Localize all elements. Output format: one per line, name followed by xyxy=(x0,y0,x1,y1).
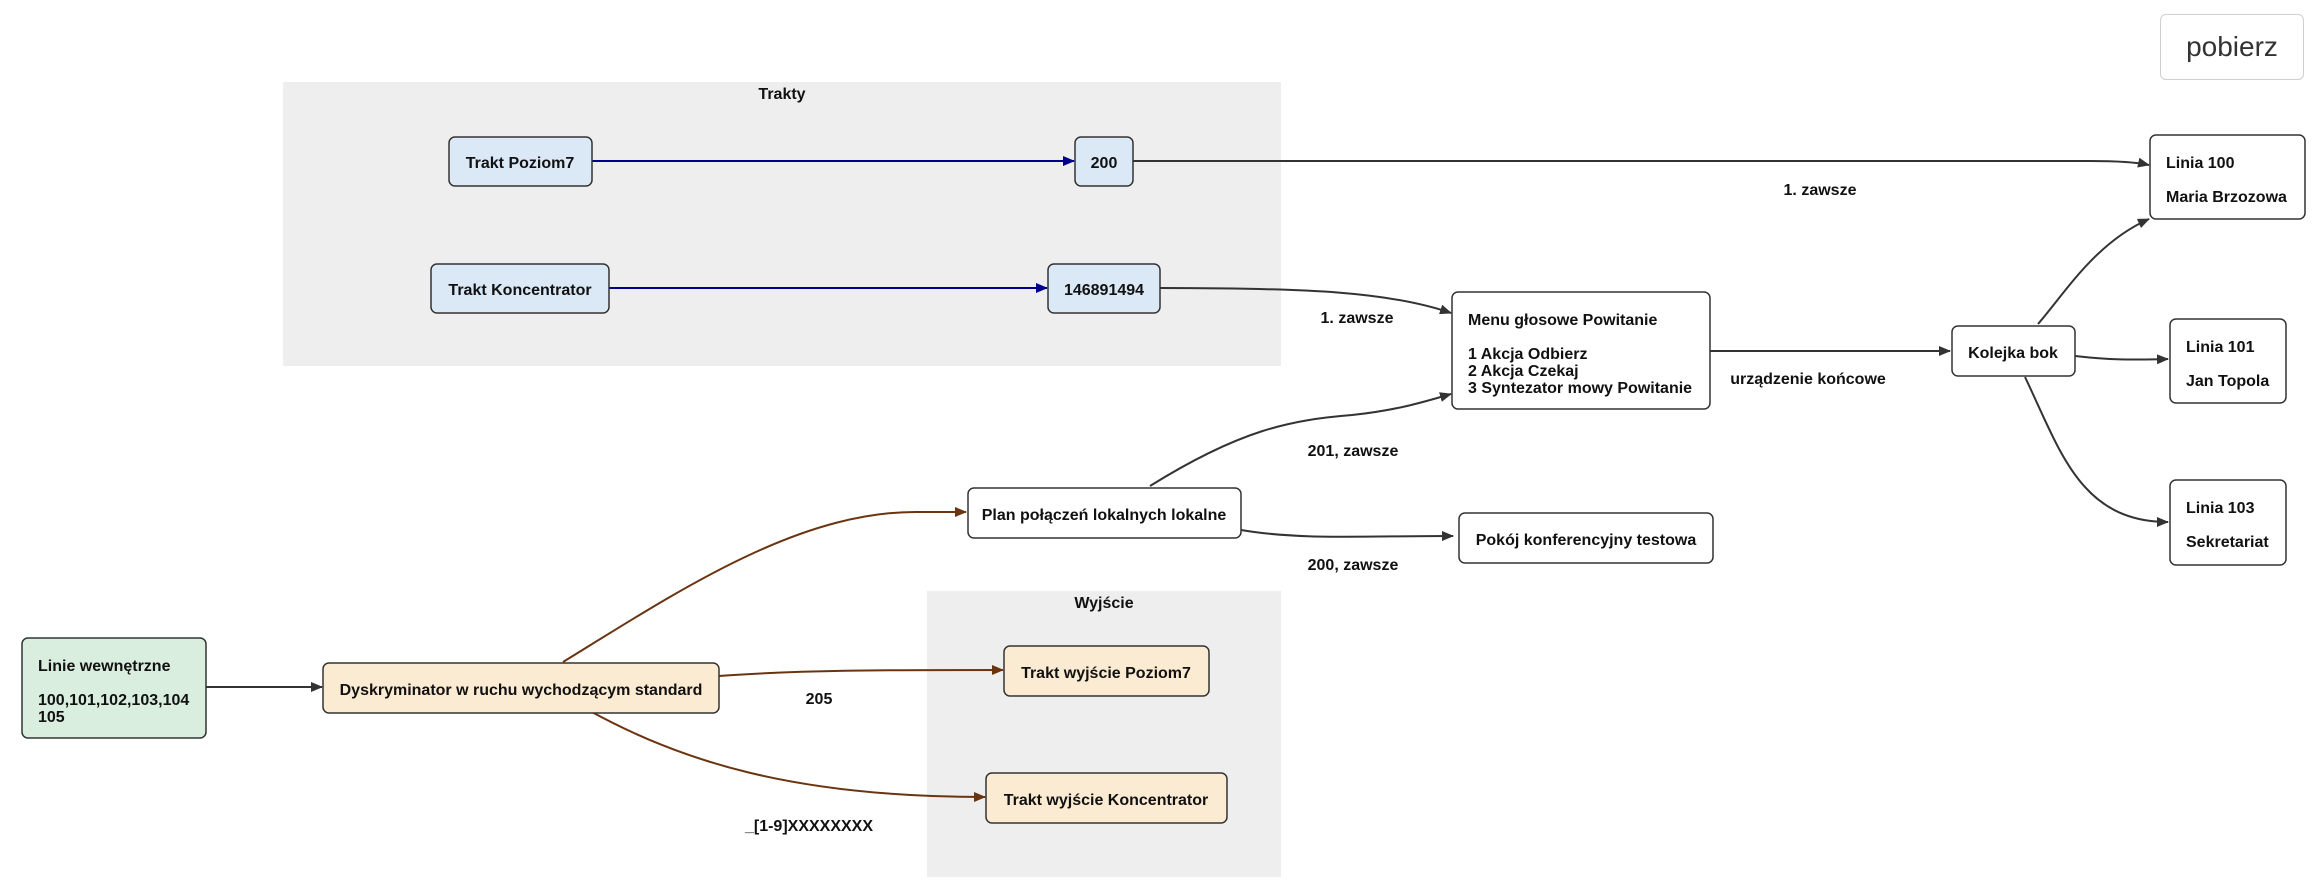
node-menu-glosowe[interactable]: Menu głosowe Powitanie 1 Akcja Odbierz 2… xyxy=(1451,291,1711,410)
edge-label-146891494-to-menu: 1. zawsze xyxy=(1321,310,1394,327)
node-trakt-koncentrator-label: Trakt Koncentrator xyxy=(448,282,591,299)
edge-kolejka-to-linia-103 xyxy=(2024,376,2169,527)
node-trakt-poziom7[interactable]: Trakt Poziom7 xyxy=(448,136,593,187)
node-kolejka-bok[interactable]: Kolejka bok xyxy=(1951,325,2076,377)
cluster-trakty: Trakty xyxy=(283,82,1281,366)
node-dyskryminator[interactable]: Dyskryminator w ruchu wychodzącym standa… xyxy=(322,662,720,714)
edge-label-menu-to-kolejka: urządzenie końcowe xyxy=(1730,371,1886,388)
node-linie-wewnetrzne-numbers-2: 105 xyxy=(38,709,65,726)
edge-146891494-to-menu xyxy=(1159,287,1452,315)
edge-dyskryminator-to-trakt-wyjscie-poziom7 xyxy=(718,665,1004,677)
edge-dyskryminator-to-plan xyxy=(562,507,967,663)
node-linia-100-name: Maria Brzozowa xyxy=(2166,189,2287,206)
node-menu-glosowe-option-1: 1 Akcja Odbierz xyxy=(1468,346,1587,363)
node-menu-glosowe-option-3: 3 Syntezator mowy Powitanie xyxy=(1468,380,1692,397)
node-trakt-wyjscie-poziom7-label: Trakt wyjście Poziom7 xyxy=(1021,665,1191,682)
node-dyskryminator-label: Dyskryminator w ruchu wychodzącym standa… xyxy=(340,682,703,699)
node-pokoj-konferencyjny[interactable]: Pokój konferencyjny testowa xyxy=(1458,512,1714,564)
node-trakt-koncentrator[interactable]: Trakt Koncentrator xyxy=(430,263,610,314)
node-trakt-wyjscie-koncentrator-label: Trakt wyjście Koncentrator xyxy=(1004,792,1209,809)
edge-label-200-to-linia-100: 1. zawsze xyxy=(1784,182,1857,199)
edges xyxy=(206,156,2169,802)
node-trakt-wyjscie-koncentrator[interactable]: Trakt wyjście Koncentrator xyxy=(985,772,1228,824)
node-pokoj-konferencyjny-label: Pokój konferencyjny testowa xyxy=(1476,532,1697,549)
node-200-label: 200 xyxy=(1091,155,1118,172)
node-146891494[interactable]: 146891494 xyxy=(1047,263,1161,314)
node-kolejka-bok-label: Kolejka bok xyxy=(1968,345,2058,362)
edge-kolejka-to-linia-101 xyxy=(2074,354,2169,365)
node-linia-101-name: Jan Topola xyxy=(2186,373,2269,390)
edge-label-plan-to-menu: 201, zawsze xyxy=(1308,443,1399,460)
edge-dyskryminator-to-trakt-wyjscie-koncentrator xyxy=(589,710,986,802)
cluster-wyjscie-label: Wyjście xyxy=(1074,595,1133,612)
node-trakt-wyjscie-poziom7[interactable]: Trakt wyjście Poziom7 xyxy=(1003,645,1210,697)
edge-plan-to-menu xyxy=(1149,392,1452,487)
node-linia-100[interactable]: Linia 100 Maria Brzozowa xyxy=(2149,134,2306,220)
edge-plan-to-pokoj xyxy=(1240,529,1454,542)
node-146891494-label: 146891494 xyxy=(1064,282,1144,299)
node-menu-glosowe-option-2: 2 Akcja Czekaj xyxy=(1468,363,1579,380)
node-200[interactable]: 200 xyxy=(1074,136,1134,187)
node-linie-wewnetrzne[interactable]: Linie wewnętrzne 100,101,102,103,104 105 xyxy=(21,637,207,739)
node-trakt-poziom7-label: Trakt Poziom7 xyxy=(466,155,575,172)
node-linia-103-number: Linia 103 xyxy=(2186,500,2255,517)
cluster-wyjscie: Wyjście xyxy=(927,591,1281,877)
edge-label-plan-to-pokoj: 200, zawsze xyxy=(1308,557,1399,574)
node-linie-wewnetrzne-title: Linie wewnętrzne xyxy=(38,658,171,675)
edge-label-dyskryminator-to-wyjscie-poziom7: 205 xyxy=(806,691,833,708)
edge-label-dyskryminator-to-wyjscie-koncentrator: _[1-9]XXXXXXXX xyxy=(744,818,873,835)
node-linie-wewnetrzne-numbers-1: 100,101,102,103,104 xyxy=(38,692,189,709)
edge-labels: 1. zawsze 1. zawsze urządzenie końcowe 2… xyxy=(744,182,1886,835)
node-linia-103-name: Sekretariat xyxy=(2186,534,2269,551)
node-plan-polaczen[interactable]: Plan połączeń lokalnych lokalne xyxy=(967,487,1242,539)
node-plan-polaczen-label: Plan połączeń lokalnych lokalne xyxy=(982,507,1227,524)
cluster-trakty-label: Trakty xyxy=(758,86,805,103)
node-linia-100-number: Linia 100 xyxy=(2166,155,2235,172)
download-button[interactable]: pobierz xyxy=(2160,14,2304,80)
node-linia-101[interactable]: Linia 101 Jan Topola xyxy=(2169,318,2287,404)
node-menu-glosowe-title: Menu głosowe Powitanie xyxy=(1468,312,1657,329)
node-linia-103[interactable]: Linia 103 Sekretariat xyxy=(2169,479,2287,566)
node-linia-101-number: Linia 101 xyxy=(2186,339,2255,356)
edge-200-to-linia-100 xyxy=(1133,157,2150,168)
edge-kolejka-to-linia-100 xyxy=(2037,218,2150,325)
